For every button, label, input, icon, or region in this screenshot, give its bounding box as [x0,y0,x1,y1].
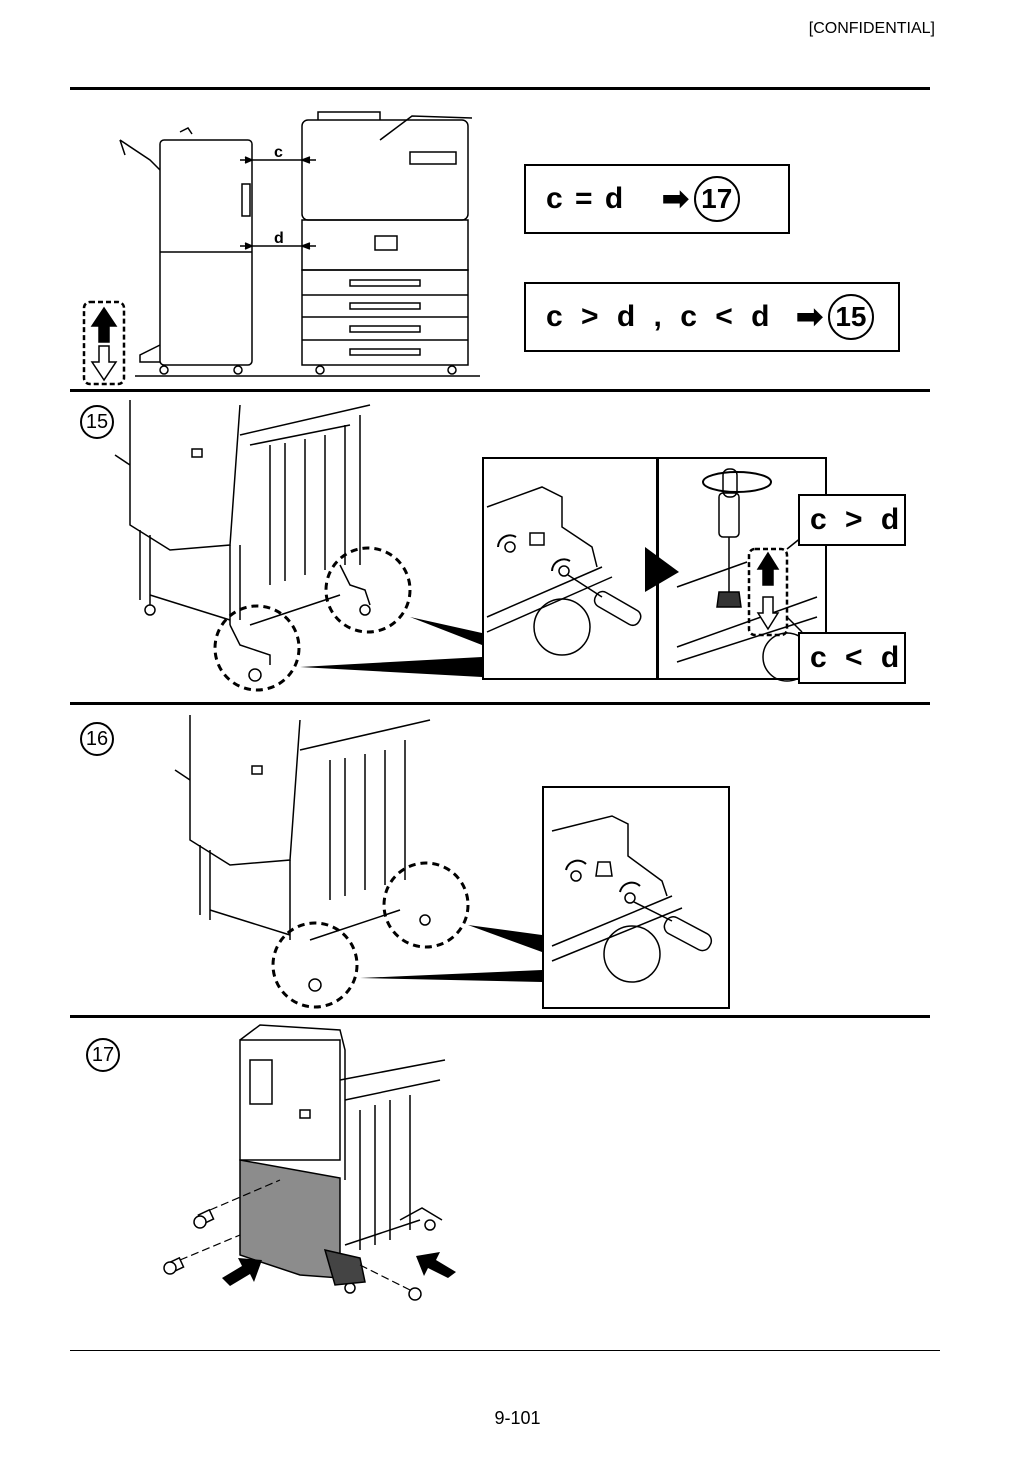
right-arrow-icon: ➡ [795,298,824,336]
section-divider [70,702,930,705]
rule-equal-condition: c = d [546,182,626,215]
step-number-15: 15 [80,405,114,439]
callout-c-greater-d: c > d [798,494,906,546]
dimension-c-label: c [274,144,283,161]
section-divider [70,87,930,90]
screw-tighten-detail [542,786,730,1009]
page-number: 9-101 [494,1408,541,1428]
right-arrow-icon: ➡ [661,180,690,218]
dimension-d-label: d [274,230,284,247]
step-number-17: 17 [86,1038,120,1072]
finisher-legs-illustration [114,400,482,692]
section-divider [70,1015,930,1018]
screw-loosen-detail [482,457,658,680]
section-divider [70,389,930,392]
goto-step-17: 17 [693,176,740,222]
rule-unequal-box: c > d , c < d ➡ 15 [524,282,900,352]
confidential-label: [CONFIDENTIAL] [808,20,935,37]
finisher-legs-illustration [174,715,542,1009]
finisher-copier-overview-illustration [82,111,480,386]
goto-step-15: 15 [827,294,874,340]
callout-c-less-d: c < d [798,632,906,684]
rule-equal-box: c = d ➡ 17 [524,164,790,234]
footer-divider [70,1350,940,1351]
step-number-16: 16 [80,722,114,756]
rule-unequal-condition: c > d , c < d [546,300,772,333]
finisher-cover-install-illustration [163,1024,456,1301]
